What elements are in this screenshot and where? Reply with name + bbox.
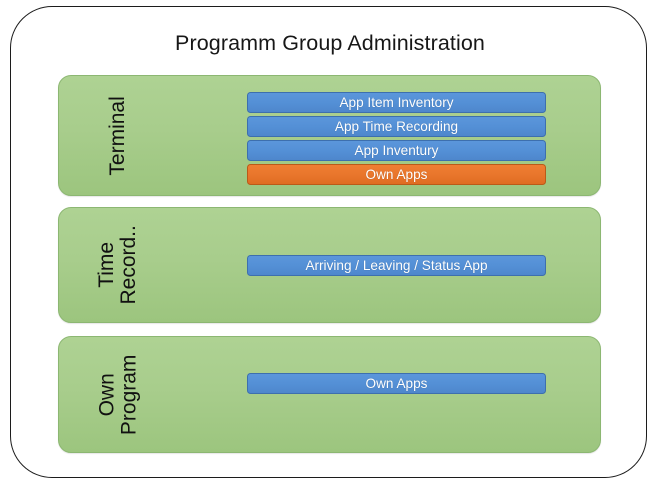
app-bar-app-inventury[interactable]: App Inventury	[247, 140, 546, 161]
group-label-line: Program	[117, 354, 140, 435]
group-label-line: Record..	[117, 225, 140, 305]
group-label-own-program: Own Program	[59, 337, 177, 452]
app-bar-own-apps-program[interactable]: Own Apps	[247, 373, 546, 394]
app-bar-label: App Time Recording	[334, 119, 459, 134]
app-bar-label: Own Apps	[365, 167, 428, 182]
group-label-line: Terminal	[106, 95, 130, 176]
group-panel-own-program: Own Program Own Apps	[58, 336, 601, 453]
group-panel-time-record: Time Record.. Arriving / Leaving / Statu…	[58, 207, 601, 323]
app-bar-label: App Item Inventory	[339, 95, 454, 110]
app-bar-own-apps-terminal[interactable]: Own Apps	[247, 164, 546, 185]
app-bar-label: App Inventury	[354, 143, 439, 158]
group-items-own-program: Own Apps	[247, 337, 600, 452]
group-label-terminal: Terminal	[59, 76, 177, 195]
group-items-time-record: Arriving / Leaving / Status App	[247, 208, 600, 322]
group-label-time-record: Time Record..	[59, 208, 177, 322]
app-bar-app-time-recording[interactable]: App Time Recording	[247, 116, 546, 137]
diagram-title: Programm Group Administration	[175, 31, 485, 55]
group-items-terminal: App Item Inventory App Time Recording Ap…	[247, 76, 600, 195]
app-bar-label: Arriving / Leaving / Status App	[305, 258, 488, 273]
group-label-line: Own	[95, 372, 119, 417]
group-panel-terminal: Terminal App Item Inventory App Time Rec…	[58, 75, 601, 196]
group-label-line: Time	[95, 242, 119, 288]
app-bar-app-item-inventory[interactable]: App Item Inventory	[247, 92, 546, 113]
app-bar-label: Own Apps	[365, 376, 428, 391]
app-bar-arriving-leaving-status-app[interactable]: Arriving / Leaving / Status App	[247, 255, 546, 276]
